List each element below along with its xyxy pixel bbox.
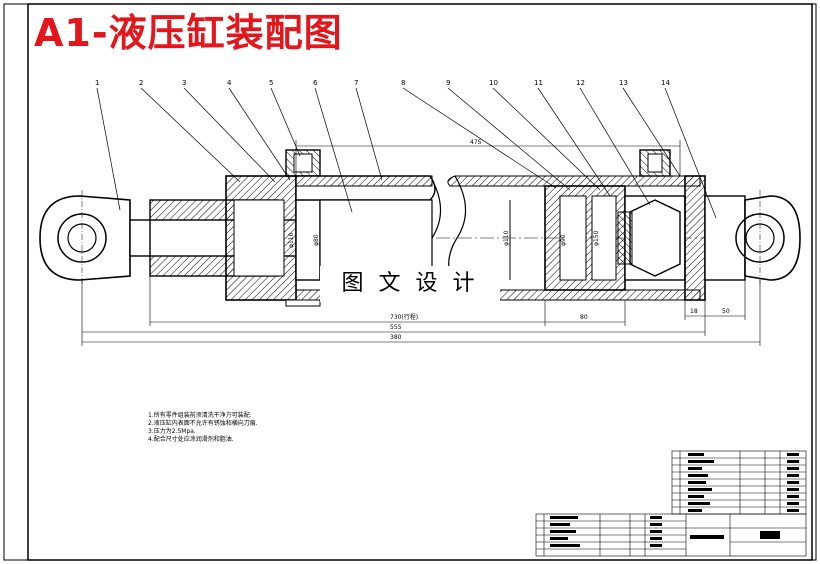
balloon-numbers: 1 2 3 4 5 6 7 8 9 10 11 12 13 14 [95, 79, 670, 87]
balloon-5: 5 [269, 79, 273, 87]
dim-phi90: φ90 [560, 234, 567, 246]
leader-lines [96, 87, 717, 219]
balloon-12: 12 [576, 79, 585, 87]
note-1: 1.所有零件组装前须清洗干净方可装配. [148, 412, 252, 419]
balloon-14: 14 [661, 79, 670, 87]
left-clevis [39, 190, 131, 286]
balloon-3: 3 [182, 79, 186, 87]
left-end-cap [225, 149, 321, 307]
parts-list-fills [550, 453, 799, 547]
dim-80: 80 [580, 314, 588, 321]
drawing-title: A1-液压缸装配图 [34, 11, 343, 55]
balloon-2: 2 [139, 79, 143, 87]
dimension-texts: 475 730(行程) 80 18 50 555 380 φ110 φ80 φ1… [288, 139, 730, 341]
dim-50: 50 [722, 308, 730, 315]
technical-notes: 1.所有零件组装前须清洗干净方可装配. 2.液压缸内表面不允许有锈蚀和横向刀痕.… [148, 412, 258, 444]
right-end-cap [684, 175, 801, 301]
balloon-13: 13 [619, 79, 628, 87]
dim-555: 555 [390, 324, 402, 331]
dim-phi150: φ150 [593, 230, 600, 246]
piston [544, 149, 686, 291]
parts-list-table [535, 450, 807, 557]
dim-phi110a: φ110 [288, 232, 295, 248]
note-3: 3.压力为2.5Mpa. [148, 428, 196, 435]
dim-475: 475 [470, 139, 482, 146]
balloon-4: 4 [227, 79, 232, 87]
note-4: 4.配合尺寸处应涂润滑剂和脂油. [148, 436, 234, 443]
dim-18: 18 [690, 308, 698, 315]
dim-phi80: φ80 [313, 234, 320, 246]
note-2: 2.液压缸内表面不允许有锈蚀和横向刀痕. [148, 420, 258, 427]
balloon-7: 7 [354, 79, 358, 87]
balloon-9: 9 [446, 79, 450, 87]
balloon-6: 6 [313, 79, 318, 87]
dim-phi110b: φ110 [503, 230, 510, 246]
inner-border [27, 3, 813, 561]
balloon-1: 1 [95, 79, 99, 87]
balloon-11: 11 [534, 79, 543, 87]
balloon-10: 10 [489, 79, 498, 87]
balloon-8: 8 [401, 79, 405, 87]
dimension-lines [81, 140, 761, 346]
dim-730: 730(行程) [390, 313, 418, 321]
watermark-text: 图 文 设 计 [320, 266, 500, 302]
dim-380: 380 [390, 334, 402, 341]
